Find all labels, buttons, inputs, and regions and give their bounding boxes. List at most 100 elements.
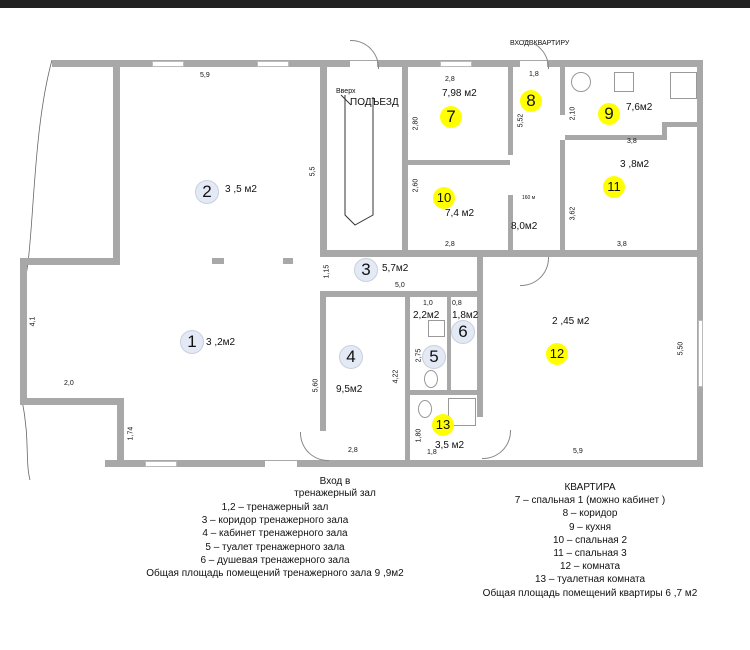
legend-item: 13 – туалетная комната — [534, 574, 646, 586]
door — [482, 430, 511, 459]
room-6-area: 1,8м2 — [452, 310, 479, 321]
dimension: 160 м — [522, 195, 536, 201]
dimension: 1,15 — [323, 264, 331, 279]
legend-item: 7 – спальная 1 (можно кабинет ) — [514, 495, 666, 507]
room-6-marker: 6 — [451, 320, 475, 344]
dimension: 2,75 — [415, 348, 423, 363]
dimension: 2,8 — [445, 76, 455, 83]
dimension: 0,8 — [452, 300, 462, 307]
wall — [20, 258, 120, 265]
room-8-area: 8,0м2 — [511, 221, 538, 232]
room-4-area: 9,5м2 — [336, 384, 363, 395]
dimension: 2,80 — [412, 116, 420, 131]
room-9-area: 7,6м2 — [626, 102, 653, 113]
door — [520, 257, 549, 286]
room-2-marker: 2 — [195, 180, 219, 204]
room-8-marker: 8 — [520, 90, 542, 112]
legend-item: 5 – туалет тренажерного зала — [205, 541, 345, 553]
dimension: 3,8 — [617, 241, 627, 248]
window — [145, 461, 177, 467]
dimension: 5,50 — [677, 341, 685, 356]
wall — [105, 460, 703, 467]
doorway — [520, 61, 547, 67]
dimension: 2,0 — [64, 380, 74, 387]
dimension: 5,5 — [309, 166, 317, 177]
wall — [408, 160, 510, 165]
wall — [565, 135, 665, 140]
dimension: 1,74 — [127, 426, 135, 441]
gym-legend: 1,2 – тренажерный зал 3 – коридор тренаж… — [120, 501, 430, 580]
column — [283, 258, 293, 264]
dimension: 1,8 — [529, 71, 539, 78]
stair-label: Вверх — [336, 88, 356, 95]
gym-total-area: Общая площадь помещений тренажерного зал… — [146, 568, 404, 580]
apartment-legend: КВАРТИРА 7 – спальная 1 (можно кабинет )… — [450, 481, 730, 600]
gym-entrance-line: Вход в — [319, 476, 351, 487]
dimension: 3,8 — [627, 138, 637, 145]
dimension: 2,8 — [445, 241, 455, 248]
dimension: 4,22 — [392, 369, 400, 384]
dimension: 2,10 — [569, 106, 577, 121]
dimension: 1,80 — [415, 428, 423, 443]
boundary-curve — [21, 60, 53, 480]
wall — [113, 60, 120, 265]
wall — [697, 60, 703, 257]
wall — [447, 297, 451, 392]
dimension: 1,8 — [427, 449, 437, 456]
room-3-marker: 3 — [354, 258, 378, 282]
wall — [117, 398, 124, 467]
wall — [662, 122, 667, 140]
stairwell-label: ПОДЪЕЗД — [350, 97, 399, 108]
dimension: 4,1 — [29, 316, 37, 327]
wall — [320, 291, 483, 297]
dimension: 5,9 — [200, 72, 210, 79]
wall — [662, 122, 703, 127]
room-1-area: 3 ,2м2 — [206, 337, 236, 348]
wall — [402, 60, 408, 257]
room-10-marker: 10 — [433, 187, 455, 209]
wall — [320, 60, 327, 257]
wall — [405, 297, 410, 467]
shower-icon — [448, 398, 476, 426]
dimension: 5,0 — [395, 282, 405, 289]
legend-title: КВАРТИРА — [564, 482, 616, 493]
column — [212, 258, 224, 264]
gym-entrance-line: тренажерный зал — [294, 488, 376, 499]
room-1-marker: 1 — [180, 330, 204, 354]
wall — [410, 390, 480, 395]
legend-item: 3 – коридор тренажерного зала — [201, 515, 349, 527]
stove-icon — [614, 72, 634, 92]
dimension: 2,8 — [348, 447, 358, 454]
wall — [320, 291, 326, 431]
door — [300, 432, 329, 461]
fridge-icon — [670, 72, 697, 99]
apartment-total-area: Общая площадь помещений квартиры 6 ,7 м2 — [482, 587, 698, 599]
dimension: 5,60 — [312, 378, 320, 393]
legend-item: 11 – спальная 3 — [553, 548, 627, 560]
room-7-area: 7,98 м2 — [442, 88, 477, 99]
top-bar — [0, 0, 750, 8]
doorway — [265, 461, 297, 467]
apartment-entrance-label: ВХОДВКВАРТИРУ — [510, 40, 570, 47]
wall — [560, 140, 565, 257]
dimension: 1,0 — [423, 300, 433, 307]
dimension: 5,9 — [573, 448, 583, 455]
room-5-marker: 5 — [422, 345, 446, 369]
legend-item: 12 – комната — [559, 561, 621, 573]
sink-icon — [571, 72, 591, 92]
door — [350, 40, 379, 69]
legend-item: 4 – кабинет тренажерного зала — [202, 528, 348, 540]
legend-item: 8 – коридор — [562, 508, 618, 520]
window — [257, 61, 289, 67]
legend-item: 6 – душевая тренажерного зала — [200, 554, 350, 566]
wall — [20, 258, 27, 405]
wall — [508, 195, 513, 257]
sink-icon — [428, 320, 445, 337]
wall — [52, 60, 703, 67]
toilet-icon — [418, 400, 432, 418]
room-2-area: 3 ,5 м2 — [225, 184, 257, 195]
wall — [477, 257, 483, 417]
dimension: 3,62 — [569, 206, 577, 221]
wall — [560, 60, 565, 115]
room-13-marker: 13 — [432, 414, 454, 436]
